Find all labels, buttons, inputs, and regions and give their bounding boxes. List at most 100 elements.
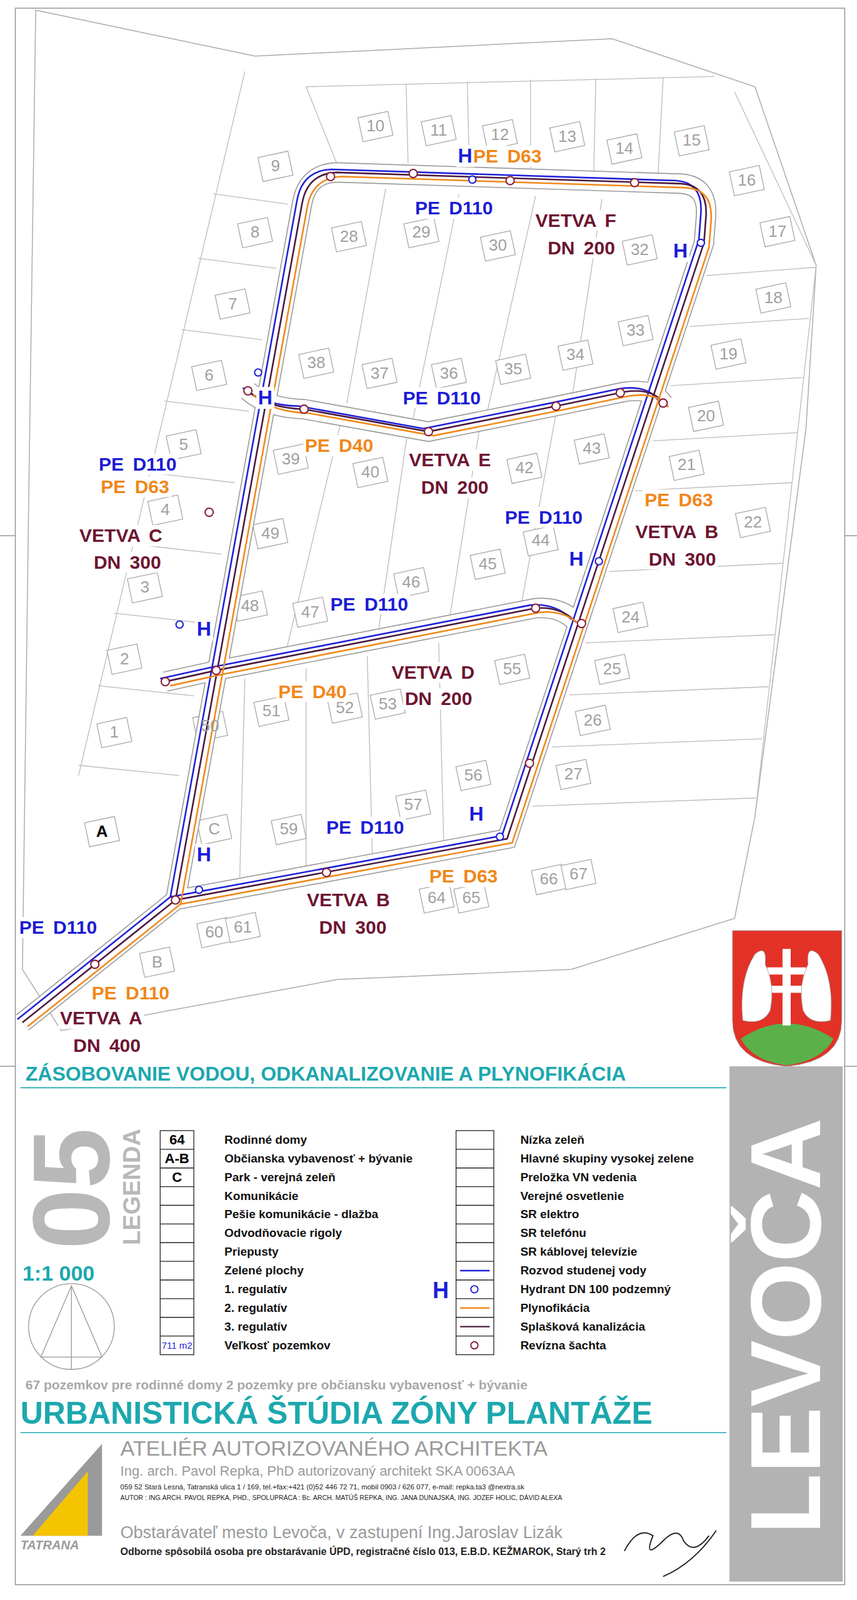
house-outline — [760, 216, 796, 247]
plot-letter: A — [96, 823, 109, 841]
house-outline — [549, 121, 585, 153]
plot-number: 53 — [378, 695, 397, 713]
house-outline — [215, 288, 251, 320]
water-main — [17, 169, 702, 1020]
plot-number: 39 — [281, 450, 301, 468]
sewer-branch-label: DN 300 — [91, 551, 164, 574]
house-outline — [735, 507, 771, 539]
sewer-branch-label: DN 200 — [545, 237, 617, 259]
plot-number: 43 — [582, 440, 601, 458]
plot-number: 45 — [478, 555, 497, 573]
architect-name: Ing. arch. Pavol Repka, PhD autorizovaný… — [120, 1464, 516, 1479]
water-pipe-label: PE D110 — [96, 453, 179, 476]
legend-text: SR telefónu — [520, 1227, 587, 1240]
house-outline — [139, 947, 175, 978]
griffin — [801, 950, 832, 1023]
sewer-branch-label: DN 300 — [317, 917, 389, 939]
house-outline — [523, 525, 559, 557]
sewer-branch-label: VETVA A — [58, 1008, 145, 1030]
water-line-sample — [460, 1270, 490, 1272]
legend-text: Pešie komunikácie - dlažba — [224, 1208, 379, 1221]
site-boundary — [22, 10, 817, 1031]
house-outline — [331, 221, 367, 253]
legend-text: Rodinné domy — [224, 1133, 307, 1147]
sewer-branch-label: VETVA B — [633, 521, 721, 543]
sheet-title: ZÁSOBOVANIE VODOU, ODKANALIZOVANIE A PLY… — [25, 1063, 627, 1086]
address-line: 059 52 Stará Lesná, Tatranská ulica 1 / … — [120, 1483, 525, 1491]
house-outline — [558, 340, 594, 371]
plot-number: 20 — [696, 407, 716, 425]
legend-text: 3. regulatív — [224, 1320, 287, 1334]
legend-text: Občianska vybavenosť + bývanie — [224, 1152, 413, 1166]
house-outline — [370, 688, 406, 720]
hydrant-label: H — [195, 843, 214, 867]
gas-pipe — [180, 176, 712, 904]
road-edge — [175, 172, 707, 901]
plot-number: 3 — [140, 579, 150, 597]
plot-number: 50 — [201, 718, 220, 736]
legend-box-column — [160, 1130, 194, 1356]
plot-number: 34 — [566, 346, 585, 364]
house-outline — [575, 705, 611, 736]
sewer-pipe — [175, 172, 707, 901]
plot-number: 55 — [503, 660, 522, 678]
legend-text: Odvodňovacie rigoly — [224, 1227, 342, 1240]
legend-sample-text: A-B — [165, 1151, 190, 1166]
frame-ticks — [0, 535, 857, 1067]
frame-tick — [844, 535, 857, 536]
logo-text: TATRANA — [20, 1538, 80, 1552]
house-outline — [96, 717, 132, 749]
plot-number: 57 — [404, 796, 423, 814]
legend-box-rows — [456, 1149, 494, 1337]
gas-main — [27, 176, 712, 1027]
hydrant-symbol-label: H — [432, 1278, 449, 1303]
house-outline — [431, 358, 467, 389]
legend-sample-text: C — [171, 1170, 182, 1185]
house-outline — [298, 348, 334, 379]
north-triangle — [40, 1285, 102, 1370]
plot-number: 19 — [719, 345, 738, 363]
authorized-person-line: Odborne spôsobilá osoba pre obstarávanie… — [120, 1547, 606, 1558]
plot-number: 35 — [503, 360, 522, 378]
sewer-branch-label: VETVA C — [77, 525, 165, 547]
house-outline — [358, 111, 394, 142]
house-outline — [494, 654, 530, 686]
plot-number: 27 — [564, 766, 583, 784]
studio-name: ATELIÉR AUTORIZOVANÉHO ARCHITEKTA — [120, 1438, 548, 1461]
legend-text: Plynofikácia — [520, 1302, 590, 1315]
plot-number: B — [151, 953, 163, 971]
hydrants — [176, 176, 705, 894]
sewer-line-sample — [460, 1325, 490, 1328]
gas-pipe-label: PE D63 — [471, 145, 544, 167]
water-pipe-label: PE D110 — [328, 593, 411, 616]
water-pipe-label: PE D110 — [17, 917, 99, 939]
hydrant-sample — [470, 1285, 478, 1293]
house-outline — [574, 433, 610, 465]
house-outline — [237, 217, 273, 249]
legend-text: 1. regulatív — [224, 1283, 287, 1296]
house-outline — [470, 549, 506, 581]
legend-sample-text: 711 m2 — [161, 1340, 193, 1351]
sewer-branch-label: DN 300 — [646, 548, 719, 571]
plot-number: 21 — [677, 456, 696, 474]
legend-text: SR káblovej televízie — [520, 1245, 637, 1259]
hydrant-label: H — [671, 240, 690, 263]
gas-line-sample — [460, 1307, 490, 1309]
house-outline — [453, 882, 489, 914]
house-outline — [755, 282, 791, 314]
plot-number: 65 — [462, 889, 481, 907]
hydrant-label: H — [467, 803, 486, 826]
plot-number: 37 — [370, 365, 389, 382]
house-outline — [455, 760, 491, 792]
client-line: Obstarávateľ mesto Levoča, v zastupení I… — [120, 1523, 563, 1542]
griffin — [741, 950, 772, 1023]
plot-number: 51 — [262, 702, 281, 720]
legend-text: Hydrant DN 100 podzemný — [520, 1283, 671, 1296]
plot-number: 1 — [110, 724, 119, 742]
house-outline — [560, 859, 596, 891]
title-rule — [20, 1432, 727, 1434]
manhole-sample — [470, 1342, 478, 1349]
house-outline — [710, 338, 746, 370]
gas-pipe-label: PE D40 — [303, 435, 376, 457]
